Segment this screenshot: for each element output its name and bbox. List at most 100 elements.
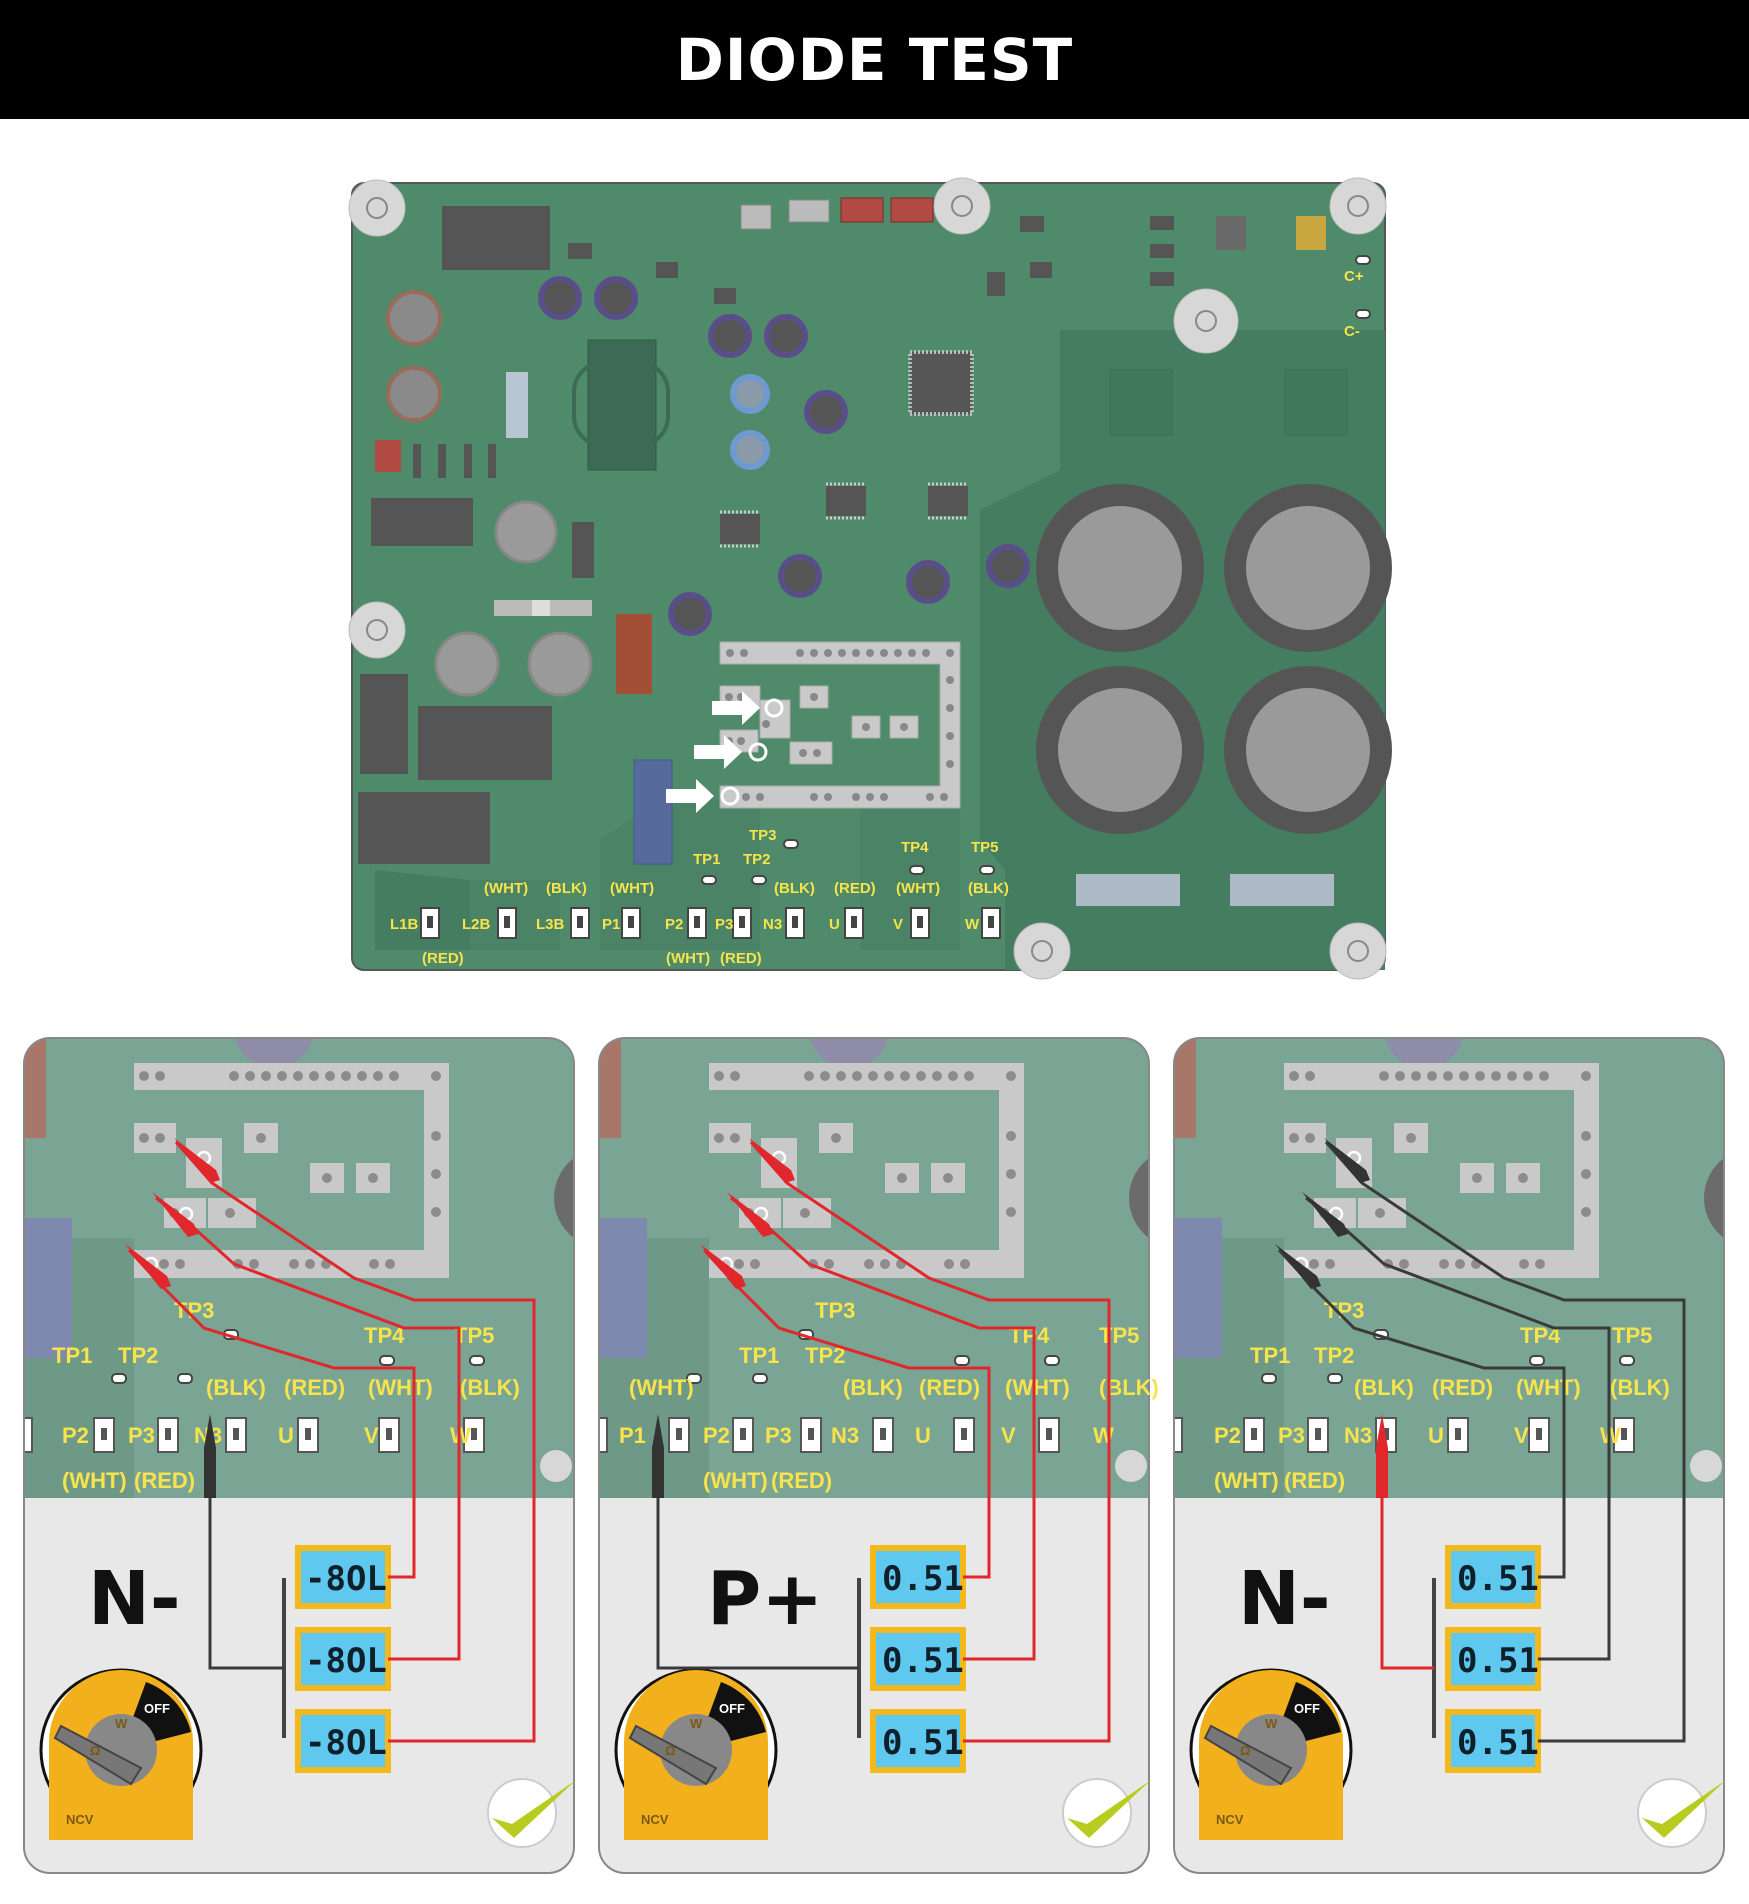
panel-1-tp2-label: TP2 [118, 1343, 158, 1368]
panel-1-n3-color: (BLK) [206, 1375, 266, 1400]
panel-2-n3-color: (BLK) [843, 1375, 903, 1400]
wire-color-l3b: (BLK) [546, 880, 587, 897]
panel-2-reading-3: 0.51 [882, 1723, 964, 1763]
panel-3-reading-3: 0.51 [1457, 1723, 1539, 1763]
panel-2-p3-color: (RED) [771, 1468, 832, 1493]
arrow-icons [666, 691, 760, 813]
panel-1-v-label: V [364, 1423, 379, 1448]
panel-3-p2-color: (WHT) [1214, 1468, 1279, 1493]
panel-3-reading-1: 0.51 [1457, 1559, 1539, 1599]
wire-color-v: (WHT) [896, 880, 940, 897]
panel-1-reading-1: -8OL [305, 1559, 387, 1599]
tp4-label: TP4 [901, 839, 929, 856]
panel-1-u-color: (RED) [284, 1375, 345, 1400]
conn-l3b: L3B [536, 916, 565, 933]
svg-text:OFF: OFF [1294, 1701, 1320, 1716]
panel-3-tp5-label: TP5 [1612, 1323, 1652, 1348]
panel-1-tp1-label: TP1 [52, 1343, 92, 1368]
panel-1-polarity: N- [88, 1556, 181, 1642]
panel-3-v-label: V [1514, 1423, 1529, 1448]
panel-3-u-color: (RED) [1432, 1375, 1493, 1400]
panel-3-n3-label: N3 [1344, 1423, 1372, 1448]
wire-color-p3: (RED) [720, 950, 762, 967]
tp2-label: TP2 [743, 851, 771, 868]
svg-text:Ω: Ω [665, 1743, 675, 1758]
conn-n3: N3 [763, 916, 782, 933]
panel-2-v-label: V [1001, 1423, 1016, 1448]
wire-color-p1: (WHT) [610, 880, 654, 897]
panel-2-p2-color: (WHT) [703, 1468, 768, 1493]
panel-3-reading-2: 0.51 [1457, 1641, 1539, 1681]
panel-2-reading-2: 0.51 [882, 1641, 964, 1681]
panel-1-p3-label: P3 [128, 1423, 155, 1448]
panel-1-v-color: (WHT) [368, 1375, 433, 1400]
svg-text:NCV: NCV [641, 1812, 669, 1827]
conn-w: W [965, 916, 980, 933]
connectors: L1B L2B L3B P1 P2 P3 N3 U V W [390, 907, 1001, 939]
tp1-label: TP1 [693, 851, 721, 868]
conn-l1b: L1B [390, 916, 419, 933]
conn-u: U [829, 916, 840, 933]
panel-2-v-color: (WHT) [1005, 1375, 1070, 1400]
panel-2-p3-label: P3 [765, 1423, 792, 1448]
panel-1-reading-2: -8OL [305, 1641, 387, 1681]
panel-3-p2-label: P2 [1214, 1423, 1241, 1448]
panel-2-tp1-label: TP1 [739, 1343, 779, 1368]
panel-1-tp5-label: TP5 [454, 1323, 494, 1348]
panel-3-u-label: U [1428, 1423, 1444, 1448]
svg-text:OFF: OFF [719, 1701, 745, 1716]
wire-color-u: (RED) [834, 880, 876, 897]
tp5-label: TP5 [971, 839, 999, 856]
panel-1-w-color: (BLK) [460, 1375, 520, 1400]
panel-1-u-label: U [278, 1423, 294, 1448]
svg-text:Ω: Ω [90, 1743, 100, 1758]
mounting-holes [348, 177, 1387, 980]
panel-2-p2-label: P2 [703, 1423, 730, 1448]
conn-p2: P2 [665, 916, 683, 933]
wire-color-l1b: (RED) [422, 950, 464, 967]
svg-text:Ω: Ω [1240, 1743, 1250, 1758]
diode-test-pins [720, 698, 784, 806]
svg-text:W: W [115, 1716, 128, 1731]
conn-p3: P3 [715, 916, 733, 933]
panel-1: TP1 TP2 TP3 TP4 TP5 (BLK) (RED) (WHT) (B… [24, 988, 654, 1873]
panel-3: TP1 TP2 TP3 TP4 TP5 (BLK) (RED) (WHT) (B… [1174, 988, 1749, 1873]
panel-2-w-label: W [1093, 1423, 1114, 1448]
svg-text:W: W [690, 1716, 703, 1731]
panel-3-tp1-label: TP1 [1250, 1343, 1290, 1368]
components [358, 197, 1334, 906]
panel-1-reading-3: -8OL [305, 1723, 387, 1763]
svg-text:NCV: NCV [1216, 1812, 1244, 1827]
panel-1-p3-color: (RED) [134, 1468, 195, 1493]
page-title: DIODE TEST [675, 25, 1074, 94]
conn-v: V [893, 916, 903, 933]
svg-text:NCV: NCV [66, 1812, 94, 1827]
panel-1-p2-color: (WHT) [62, 1468, 127, 1493]
tp3-label: TP3 [749, 827, 777, 844]
panel-3-p3-label: P3 [1278, 1423, 1305, 1448]
panel-2-p1-label: P1 [619, 1423, 646, 1448]
panel-3-dial-labels: OFF W Ω NCV [1216, 1701, 1320, 1827]
c-minus-label: C- [1344, 323, 1360, 340]
pin-header-frame [719, 641, 961, 809]
panel-2-tp5-label: TP5 [1099, 1323, 1139, 1348]
panel-3-polarity: N- [1238, 1556, 1331, 1642]
panel-3-v-color: (WHT) [1516, 1375, 1581, 1400]
panel-1-dial-labels: OFF W Ω NCV [66, 1701, 170, 1827]
conn-l2b: L2B [462, 916, 491, 933]
panel-3-n3-color: (BLK) [1354, 1375, 1414, 1400]
wire-color-p2: (WHT) [666, 950, 710, 967]
panel-2-dial-labels: OFF W Ω NCV [641, 1701, 745, 1827]
svg-text:W: W [1265, 1716, 1278, 1731]
wire-color-l2b: (WHT) [484, 880, 528, 897]
panel-3-tp2-label: TP2 [1314, 1343, 1354, 1368]
panel-2-u-color: (RED) [919, 1375, 980, 1400]
panel-1-p2-label: P2 [62, 1423, 89, 1448]
svg-text:OFF: OFF [144, 1701, 170, 1716]
panel-2-u-label: U [915, 1423, 931, 1448]
panel-3-w-color: (BLK) [1610, 1375, 1670, 1400]
panel-2-polarity: P+ [707, 1556, 823, 1642]
conn-p1: P1 [602, 916, 620, 933]
